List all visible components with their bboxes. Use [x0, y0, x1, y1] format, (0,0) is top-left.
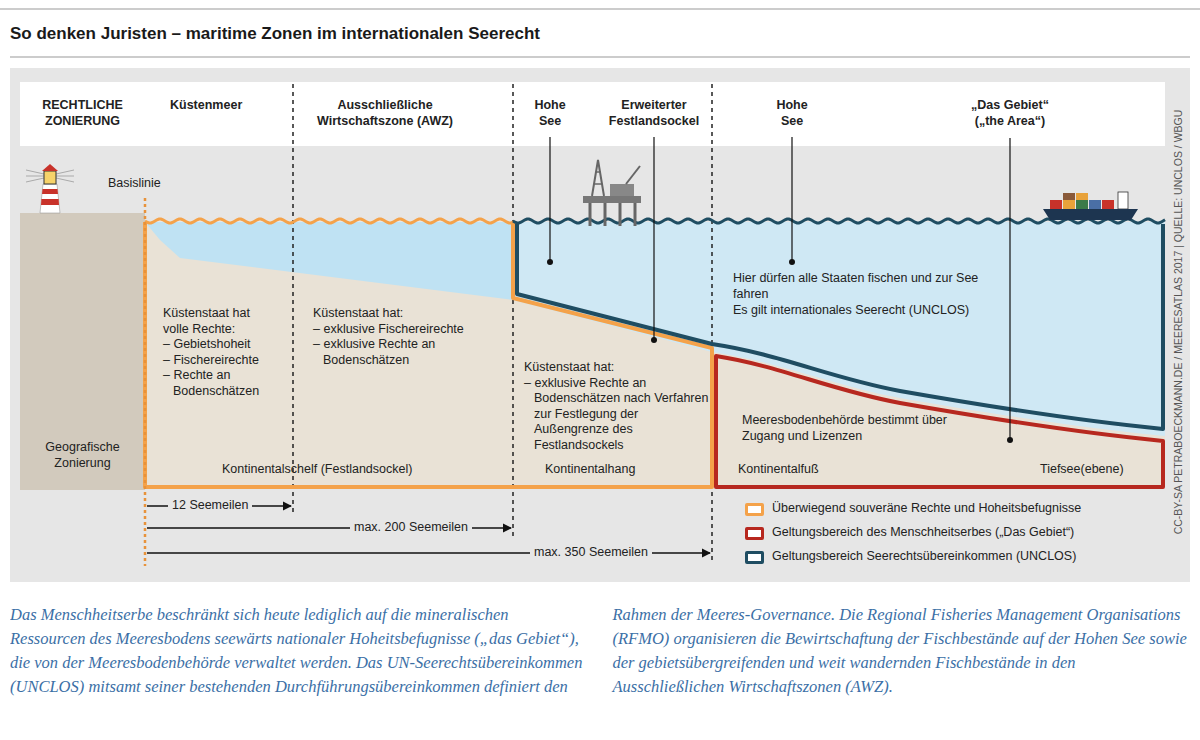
lighthouse: [26, 178, 44, 182]
container-ship: [1076, 200, 1088, 209]
water: [145, 222, 513, 300]
top-rule: [0, 9, 1200, 10]
leader-dot: [789, 259, 795, 265]
oil-platform: [619, 203, 622, 226]
header-label: Hohe See: [770, 98, 814, 129]
oil-platform: [604, 203, 607, 226]
sea-surface: [145, 219, 1165, 223]
container-ship: [1043, 209, 1138, 220]
authority-note: Meeresbodenbehörde bestimmt über Zugang …: [742, 413, 957, 444]
high-seas-note: Hier dürfen alle Staaten fischen und zur…: [733, 271, 998, 302]
legend-swatch: [745, 503, 764, 516]
container-ship: [1076, 193, 1088, 200]
geo-zone-label: Kontinentalhang: [545, 462, 635, 478]
lighthouse: [42, 189, 58, 194]
rights-note: Küstenstaat hat volle Rechte: – Gebietsh…: [163, 306, 275, 399]
rights-note: Küstenstaat hat: – exklusive Rechte an B…: [524, 360, 709, 453]
geo-zone-label: Geografische Zonierung: [30, 440, 135, 471]
container-ship: [1118, 192, 1128, 209]
dimension-label: max. 350 Seemeilen: [530, 545, 652, 561]
panel-ground: [10, 68, 1190, 582]
oil-platform: [634, 203, 637, 226]
oil-platform: [596, 171, 601, 173]
dimension-label: max. 200 Seemeilen: [350, 520, 472, 536]
dashed-zone-line: [292, 84, 294, 515]
header-label: RECHTLICHE ZONIERUNG: [30, 98, 135, 129]
legend-text: Überwiegend souveräne Rechte und Hoheits…: [772, 500, 1081, 517]
leader-line: [653, 137, 654, 340]
legend-swatch: [745, 527, 764, 540]
lighthouse: [41, 199, 59, 205]
seabed: [145, 222, 1165, 487]
container-ship: [1050, 200, 1062, 209]
lighthouse: [40, 184, 60, 213]
oil-platform: [594, 183, 602, 185]
rights-note: Küstenstaat hat: – exklusive Fischereire…: [313, 306, 493, 368]
oil-platform: [610, 184, 634, 196]
leader-line: [549, 137, 550, 262]
lighthouse: [56, 176, 74, 177]
legend-text: Geltungsbereich des Menschheitserbes („D…: [772, 524, 1074, 541]
title: So denken Juristen – maritime Zonen im i…: [10, 24, 540, 44]
lighthouse: [26, 170, 44, 174]
lighthouse: [26, 164, 74, 213]
oil-platform: [626, 166, 640, 184]
high-seas-note: Es gilt internationales Seerecht (UNCLOS…: [733, 303, 995, 319]
container-ship: [1102, 200, 1114, 209]
oil-platform: [583, 160, 641, 226]
region-outline: [145, 222, 712, 487]
header-label: Ausschließliche Wirtschaftszone (AWZ): [300, 98, 470, 129]
header-label: „Das Gebiet“ („the Area“): [955, 98, 1065, 129]
container-ship: [1063, 193, 1075, 200]
container-ship: [1063, 200, 1075, 209]
container-ship: [1089, 200, 1101, 209]
oil-platform: [592, 160, 604, 196]
leader-dot: [651, 337, 657, 343]
leader-dot: [547, 259, 553, 265]
lighthouse: [42, 164, 58, 171]
credit-line: CC-BY-SA PETRABOECKMANN.DE / MEERESATLAS…: [1172, 110, 1184, 535]
land: [20, 213, 145, 490]
geo-zone-label: Kontinentalfuß: [738, 462, 819, 478]
legend-swatch: [745, 551, 764, 564]
oil-platform: [589, 203, 592, 226]
sea-surface: [145, 219, 513, 223]
caption: Das Menschheitserbe beschränkt sich heut…: [10, 603, 1190, 735]
dashed-zone-line: [711, 84, 713, 562]
lighthouse: [44, 171, 56, 184]
container-ship: [1043, 192, 1138, 220]
header-label: Hohe See: [528, 98, 572, 129]
lighthouse: [56, 178, 74, 182]
title-rule: [10, 57, 1190, 58]
dashed-zone-line: [512, 84, 514, 537]
header-label: Küstenmeer: [170, 98, 242, 114]
header-band: [20, 82, 1165, 146]
geo-zone-label: Tiefsee(ebene): [1040, 462, 1124, 478]
header-label: Erweiterter Festlandsockel: [598, 98, 710, 129]
baseline-label: Basislinie: [108, 176, 161, 192]
region-outline: [716, 356, 1163, 487]
leader-line: [791, 137, 792, 262]
legend-text: Geltungsbereich Seerechtsübereinkommen (…: [772, 548, 1076, 565]
dimension-label: 12 Seemeilen: [168, 498, 252, 514]
seabed: [145, 222, 1165, 487]
geo-zone-label: Kontinentalschelf (Festlandsockel): [222, 462, 412, 478]
baseline: [144, 198, 147, 566]
dashed-zone-line: [293, 84, 712, 562]
oil-platform: [583, 196, 641, 203]
lighthouse: [56, 170, 74, 174]
lighthouse: [26, 176, 44, 177]
leader-line: [1009, 138, 1010, 440]
leader-dot: [1007, 437, 1013, 443]
